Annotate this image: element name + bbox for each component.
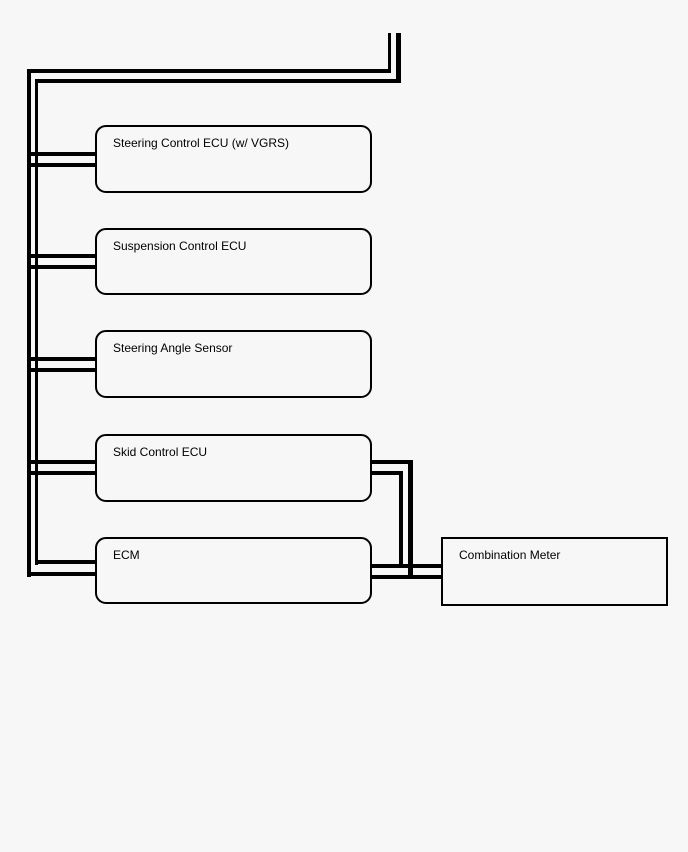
stub-combination-meter-lower [371,575,441,579]
bus-left-vertical-inner [35,79,38,565]
node-label: Suspension Control ECU [113,239,247,253]
bus-top-horizontal-lower [35,79,401,83]
node-steering-angle-sensor: Steering Angle Sensor [95,330,372,398]
stub-steering-control-upper [27,152,97,156]
node-combination-meter: Combination Meter [441,537,668,606]
stub-ecm-lower [27,572,97,576]
node-skid-control-ecu: Skid Control ECU [95,434,372,502]
stub-skid-control-right-upper [371,460,413,464]
node-label: Combination Meter [459,548,561,562]
bus-top-vertical-inner [388,33,391,73]
node-ecm: ECM [95,537,372,604]
stub-skid-control-lower [27,471,97,475]
bus-right-vertical-outer [408,460,413,579]
node-steering-control-ecu: Steering Control ECU (w/ VGRS) [95,125,372,193]
stub-steering-angle-lower [27,368,97,372]
bus-left-vertical-outer [27,69,31,577]
stub-suspension-control-lower [27,265,97,269]
stub-steering-control-lower [27,163,97,167]
stub-steering-angle-upper [27,357,97,361]
stub-skid-control-right-lower [371,471,403,475]
stub-ecm-upper [35,560,97,564]
stub-skid-control-upper [27,460,97,464]
stub-suspension-control-upper [27,254,97,258]
node-label: Steering Angle Sensor [113,341,233,355]
bus-top-horizontal-upper [27,69,391,73]
node-label: ECM [113,548,140,562]
bus-top-vertical-outer [396,33,401,83]
node-label: Steering Control ECU (w/ VGRS) [113,136,290,150]
node-suspension-control-ecu: Suspension Control ECU [95,228,372,295]
stub-combination-meter-upper [371,564,441,568]
node-label: Skid Control ECU [113,445,208,459]
bus-right-vertical-inner [399,471,403,568]
